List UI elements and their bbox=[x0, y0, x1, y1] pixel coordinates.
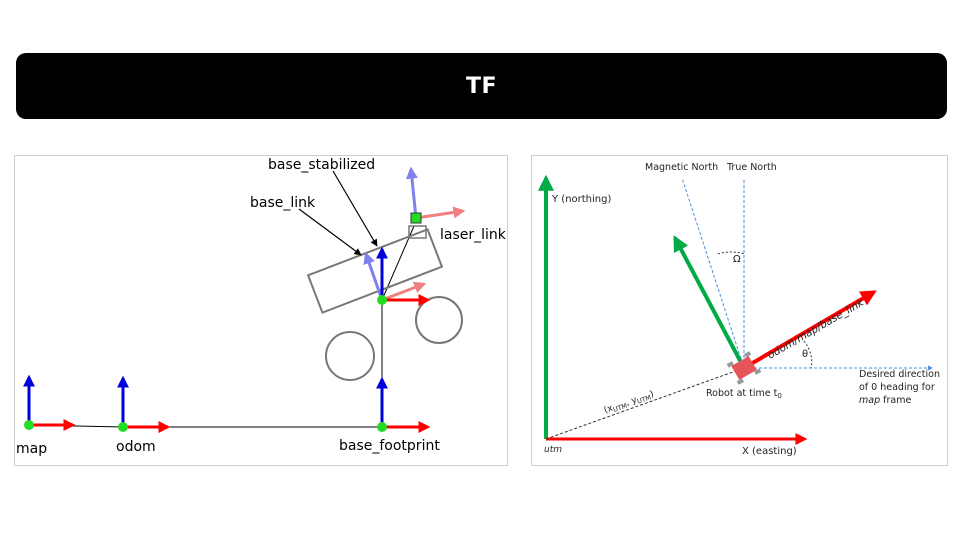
base-stabilized-frame bbox=[376, 246, 431, 306]
utm-origin-label: utm bbox=[544, 445, 562, 455]
robot-wheel bbox=[744, 351, 752, 358]
robot-wheel bbox=[754, 368, 762, 375]
page-title: TF bbox=[465, 73, 498, 99]
tf-frames-svg: base_stabilized base_link laser_link map… bbox=[16, 157, 507, 457]
omega-arc bbox=[717, 251, 746, 255]
base-footprint-label: base_footprint bbox=[339, 438, 440, 454]
laser-mount bbox=[408, 225, 427, 239]
base-stabilized-label: base_stabilized bbox=[268, 157, 375, 173]
map-origin bbox=[24, 420, 34, 430]
desired-frame-word: frame bbox=[880, 395, 911, 406]
tf-frames-diagram: base_stabilized base_link laser_link map… bbox=[14, 155, 508, 466]
map-label: map bbox=[16, 441, 47, 457]
frame-arrow-label: odom/map/base_link bbox=[766, 296, 867, 361]
desired-direction-line3: map frame bbox=[859, 395, 911, 406]
base-origin bbox=[377, 295, 387, 305]
true-north-label: True North bbox=[726, 162, 777, 173]
base-link-y-axis bbox=[363, 251, 384, 301]
robot-caption-text: Robot at time t bbox=[706, 388, 778, 399]
y-axis-label: Y (northing) bbox=[551, 194, 611, 205]
coord-y: y bbox=[630, 395, 639, 406]
theta-label: θ bbox=[802, 349, 808, 360]
robot-caption: Robot at time t0 bbox=[706, 388, 782, 400]
base-link-x-axis bbox=[381, 281, 427, 302]
utm-heading-diagram: Y (northing) X (easting) Magnetic North … bbox=[531, 155, 948, 466]
odom-origin bbox=[118, 422, 128, 432]
base-link-label: base_link bbox=[250, 195, 316, 211]
laser-origin bbox=[410, 212, 422, 224]
coord-x: x bbox=[606, 403, 615, 414]
base-link-callout bbox=[298, 208, 362, 256]
laser-x-axis bbox=[415, 206, 466, 220]
robot-y-arrow bbox=[673, 235, 746, 369]
robot-body-rect bbox=[731, 356, 757, 380]
rear-wheel bbox=[325, 331, 375, 381]
robot-wheel bbox=[726, 361, 734, 368]
title-bar: TF bbox=[16, 53, 947, 119]
base-stabilized-callout bbox=[332, 170, 378, 247]
x-axis-label: X (easting) bbox=[742, 446, 797, 457]
utm-heading-svg: Y (northing) X (easting) Magnetic North … bbox=[538, 162, 940, 457]
laser-link-label: laser_link bbox=[440, 227, 507, 243]
robot-wheel bbox=[736, 378, 744, 385]
desired-direction-line2: of 0 heading for bbox=[859, 382, 935, 393]
odom-frame bbox=[117, 375, 171, 433]
laser-link-frame bbox=[406, 166, 466, 224]
front-wheel bbox=[415, 296, 463, 344]
utm-to-robot-line bbox=[545, 367, 745, 440]
robot-caption-sub: 0 bbox=[777, 392, 781, 400]
omega-label: Ω bbox=[733, 254, 741, 265]
footprint-origin bbox=[377, 422, 387, 432]
desired-direction-line1: Desired direction bbox=[859, 369, 940, 380]
robot-coordinates-label: (xUTM, yUTM) bbox=[603, 389, 656, 416]
base-footprint-frame bbox=[376, 376, 431, 433]
robot-icon bbox=[726, 351, 762, 385]
magnetic-north-label: Magnetic North bbox=[645, 162, 718, 173]
robot-x-arrow bbox=[742, 290, 877, 370]
base-link-frame bbox=[363, 251, 427, 302]
magnetic-north-line bbox=[681, 177, 745, 369]
desired-map-word: map bbox=[859, 395, 880, 406]
map-frame bbox=[23, 374, 76, 431]
odom-label: odom bbox=[116, 439, 156, 455]
laser-y-axis bbox=[406, 166, 418, 219]
